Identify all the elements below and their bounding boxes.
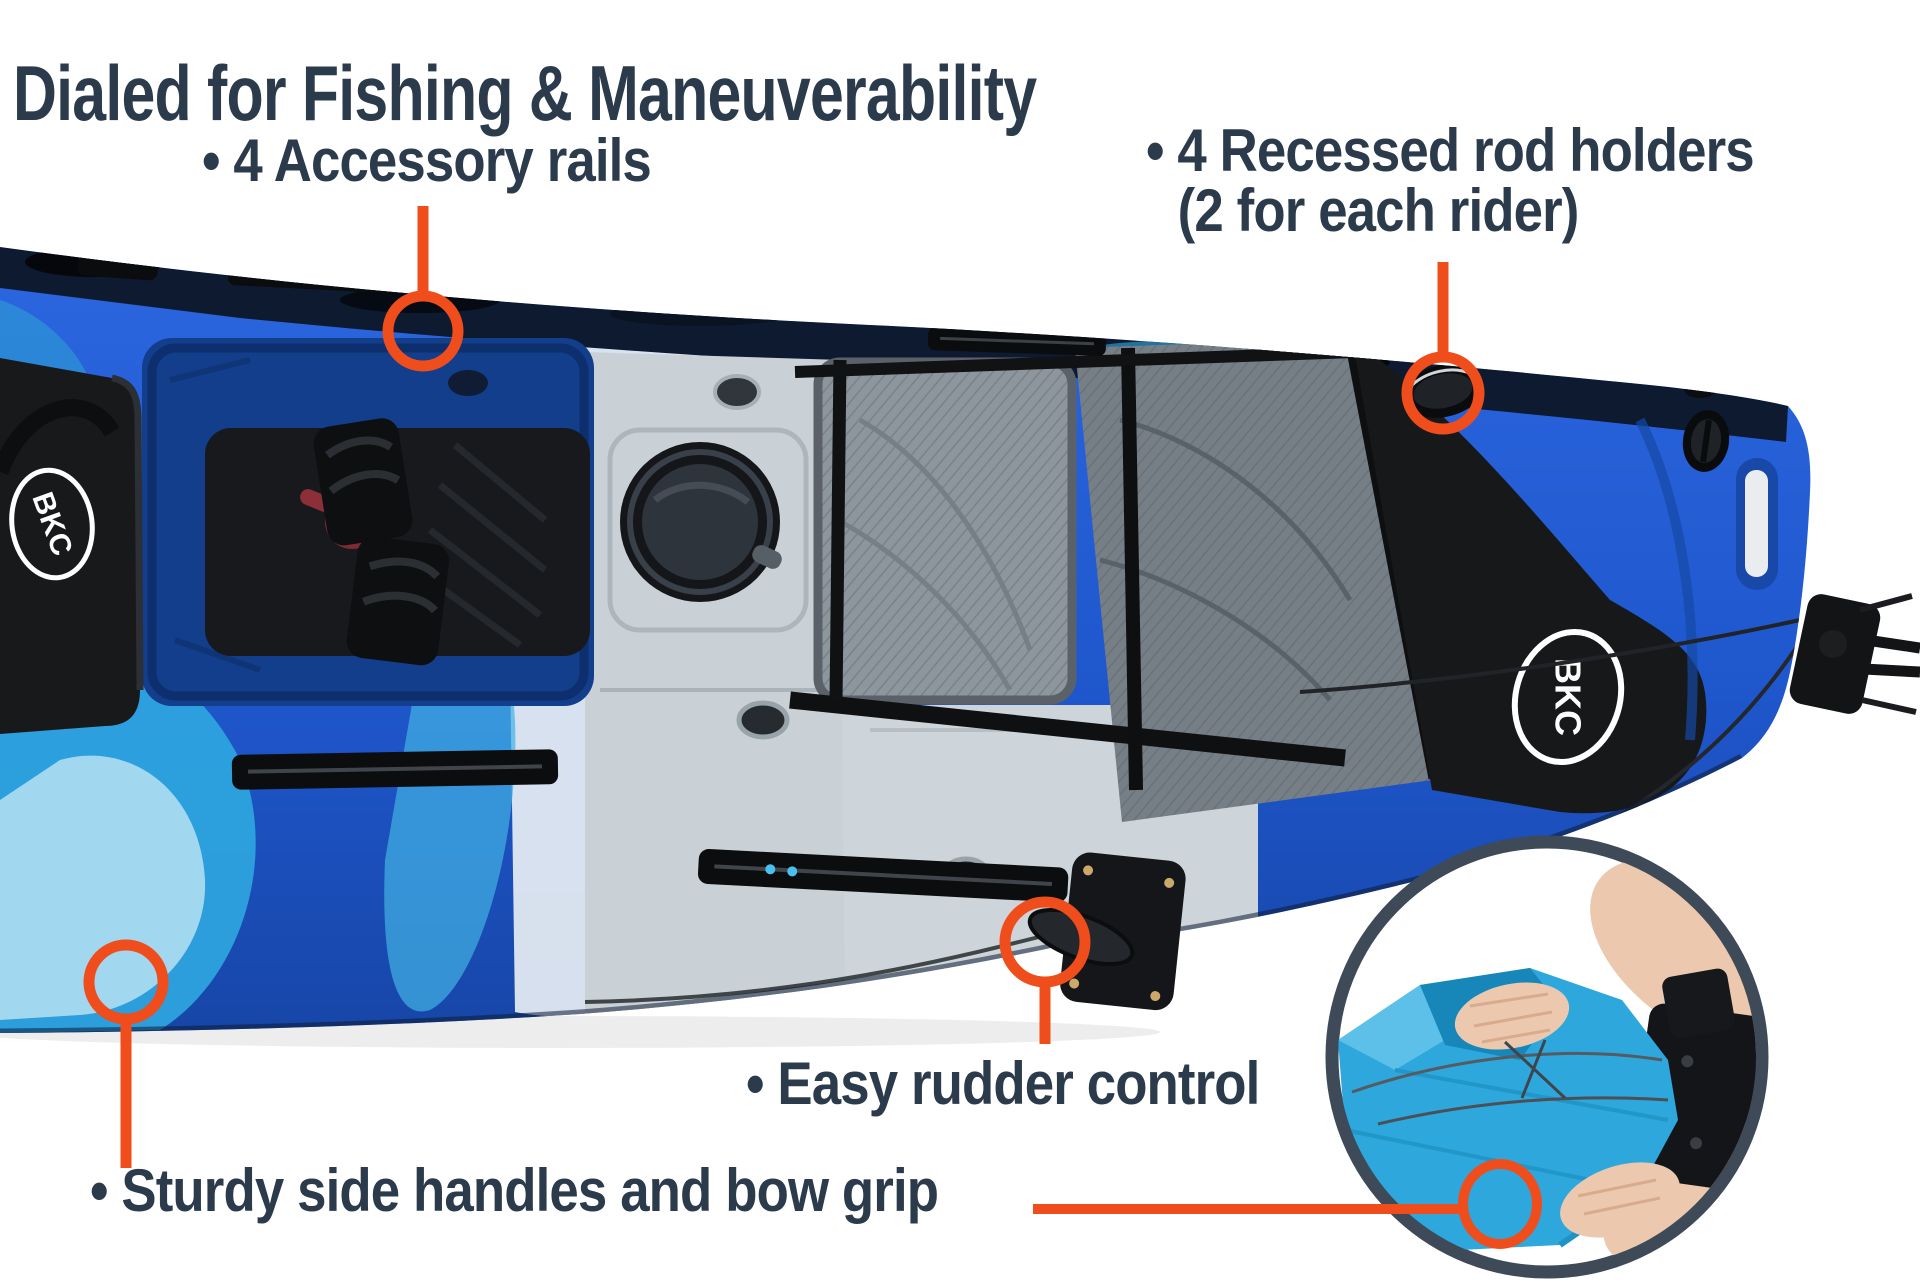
- inset-cables: [1351, 1039, 1669, 1126]
- front-seat-handle: [0, 399, 120, 476]
- rudder-assembly: [1789, 593, 1920, 715]
- rod-holder-highlight-circle: [1401, 351, 1485, 435]
- kayak-photo: BKC BKC: [0, 247, 1920, 1048]
- inset-photo: [1325, 835, 1769, 1279]
- rod-holder-circled: [1402, 364, 1484, 418]
- upper-arm: [1590, 858, 1756, 1052]
- callout-rod-holders-line2: (2 for each rider): [1177, 177, 1580, 244]
- callout-annotations: [83, 206, 1485, 1214]
- page-title: Dialed for Fishing & Maneuverability: [13, 49, 1037, 138]
- inset-hands: [1454, 982, 1680, 1238]
- callout-rod-holders: • 4 Recessed rod holders (2 for each rid…: [1146, 117, 1755, 244]
- front-seat: BKC: [0, 358, 144, 734]
- pedal-drive-unit: [205, 418, 590, 666]
- rails-highlight-circle: [382, 290, 464, 372]
- callout-accessory-rails: • 4 Accessory rails: [202, 131, 652, 191]
- pedal-right: [346, 536, 450, 666]
- svg-text:BKC: BKC: [1548, 658, 1589, 736]
- callout-rudder-control: • Easy rudder control: [746, 1054, 1260, 1114]
- callout-accessory-rails-label: • 4 Accessory rails: [202, 127, 652, 194]
- callout-side-handles-label: • Sturdy side handles and bow grip: [90, 1157, 939, 1224]
- center-hatch: [620, 442, 782, 602]
- callout-rudder-control-label: • Easy rudder control: [746, 1050, 1260, 1117]
- callout-side-handles: • Sturdy side handles and bow grip: [90, 1161, 939, 1221]
- callout-rod-holders-line1: • 4 Recessed rod holders: [1146, 117, 1755, 184]
- rod-holder-stern: [1682, 410, 1730, 472]
- stern-details: [1635, 380, 1778, 741]
- pedal-left: [313, 418, 413, 546]
- rear-seat-logo: BKC: [1511, 628, 1625, 766]
- rear-seat: BKC: [789, 338, 1707, 822]
